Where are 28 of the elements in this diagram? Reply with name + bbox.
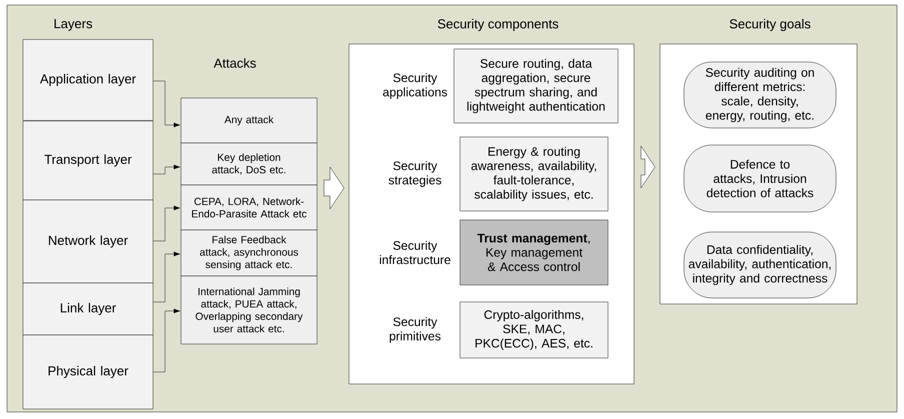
attack-box: Any attack xyxy=(180,98,318,144)
row-label: Security primitives xyxy=(390,317,441,343)
arrow xyxy=(153,206,180,242)
row-label: Security infrastructure xyxy=(380,240,450,264)
component-box: Trust management, Key management & Access control xyxy=(460,220,608,286)
arrow xyxy=(153,164,180,174)
attack-box: CEPA, LORA, Network-Endo-Parasite Attack etc xyxy=(180,184,318,230)
attack-box: Key depletion attack, DoS etc. xyxy=(180,142,318,186)
node-label: Security components xyxy=(438,18,558,32)
layer-box: Transport layer xyxy=(22,120,154,200)
heading: Attacks xyxy=(214,58,256,68)
attack-box: False Feedback attack, asynchronous sensing attack etc. xyxy=(180,230,318,276)
arrow xyxy=(153,308,180,372)
block-arrow xyxy=(324,166,344,210)
layer-box: Application layer xyxy=(22,39,154,121)
layer-box: Physical layer xyxy=(22,334,154,410)
block-arrow xyxy=(640,146,656,188)
component-box: Secure routing, data aggregation, secure spectrum sharing, and lightweight authentication xyxy=(454,48,618,124)
row-label: Security applications xyxy=(383,73,448,99)
arrow xyxy=(153,252,180,302)
layer-box: Network layer xyxy=(22,200,154,284)
node-label: Security goals xyxy=(730,18,810,32)
row-label: Security strategies xyxy=(388,161,442,187)
component-box: Crypto-algorithms, SKE, MAC, PKC(ECC), AES, etc. xyxy=(460,302,608,358)
arrow xyxy=(153,80,180,128)
attack-box: International Jamming attack, PUEA attack, Overlapping secondary user attack etc. xyxy=(180,276,318,344)
component-box: Energy & routing awareness, availability, fault-tolerance, scalability issues, etc. xyxy=(460,136,608,212)
layer-box: Link layer xyxy=(22,282,154,336)
